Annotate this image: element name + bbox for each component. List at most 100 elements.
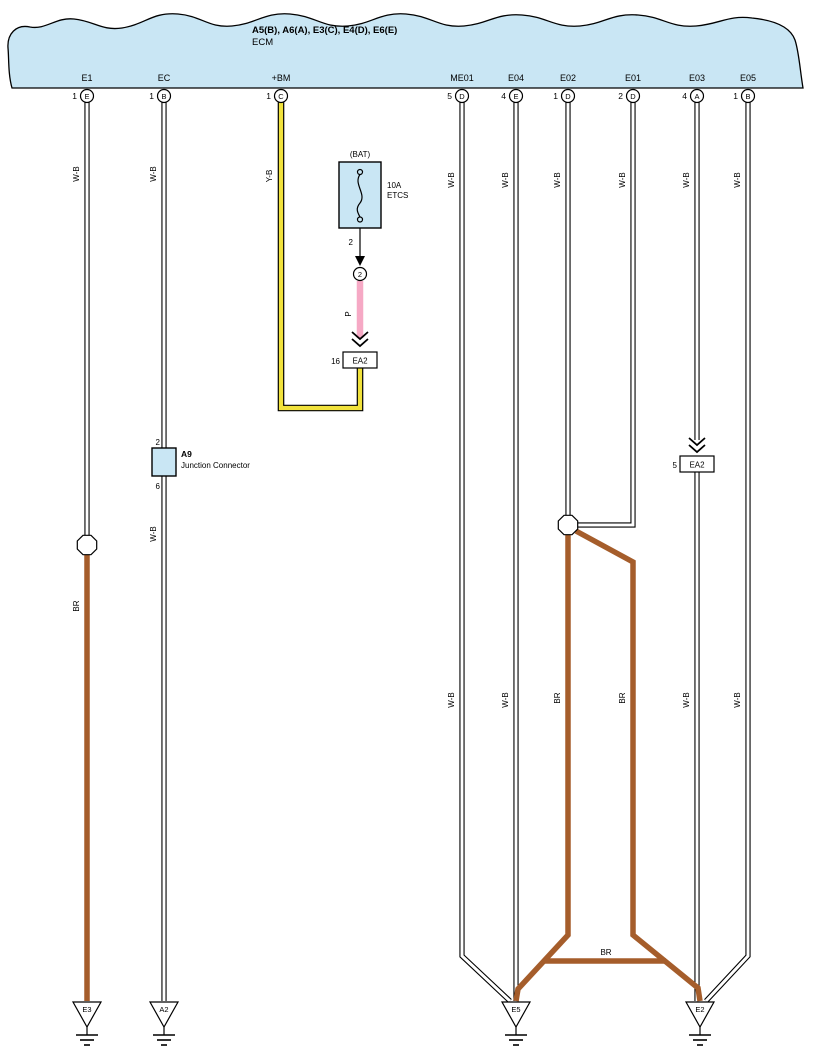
fuse-rating: 10A bbox=[387, 181, 402, 190]
ground-e5: E5 bbox=[500, 1001, 532, 1046]
pin-number: 5 bbox=[447, 91, 452, 101]
ecm-pins: E1 1 E EC 1 B +BM 1 C ME01 5 D E04 bbox=[72, 73, 756, 104]
wire-me01-core bbox=[460, 102, 512, 1003]
fuse-terminal-bottom-icon bbox=[356, 216, 364, 223]
fuse-box bbox=[338, 161, 382, 229]
ground-triangle-icon bbox=[500, 1001, 532, 1029]
wire-label-e01-bottom: BR bbox=[618, 692, 627, 703]
pin-connector-letter: B bbox=[161, 92, 166, 101]
pin-connector-letter: E bbox=[84, 92, 89, 101]
ground-e3: E3 bbox=[71, 1001, 103, 1046]
wire-label-ec-top: W-B bbox=[149, 166, 158, 181]
ground-label: A2 bbox=[159, 1005, 168, 1014]
a9-pin-top: 2 bbox=[156, 438, 161, 447]
pin-label: +BM bbox=[272, 73, 291, 83]
connector-arrow-icon bbox=[351, 331, 369, 341]
ea2-connector-right: EA2 5 bbox=[673, 437, 715, 473]
fuse-pin-number: 2 bbox=[349, 238, 354, 247]
pin-number: 2 bbox=[618, 91, 623, 101]
pin-connector-circle bbox=[689, 88, 705, 104]
pin-connector-letter: B bbox=[745, 92, 750, 101]
pin-number: 4 bbox=[682, 91, 687, 101]
a9-name: A9 bbox=[181, 449, 192, 459]
connector-arrow-icon bbox=[351, 338, 369, 348]
splice-junctions bbox=[76, 514, 579, 556]
pin-number: 1 bbox=[72, 91, 77, 101]
pin-number: 1 bbox=[266, 91, 271, 101]
pin-connector-letter: E bbox=[513, 92, 518, 101]
wire-me01-outline bbox=[459, 102, 512, 1003]
pin-e04: E04 4 E bbox=[501, 73, 524, 104]
a9-desc: Junction Connector bbox=[181, 461, 250, 470]
down-arrow-icon bbox=[355, 256, 365, 266]
wire-label-e1-top: W-B bbox=[72, 166, 81, 181]
pin-ec: EC 1 B bbox=[149, 73, 172, 104]
wire-label-e1-bottom: BR bbox=[72, 600, 81, 611]
wire-label-e05-top: W-B bbox=[733, 172, 742, 187]
wire-label-fuse: P bbox=[344, 311, 353, 316]
wire-label-e02-bottom: BR bbox=[553, 692, 562, 703]
ground-label: E2 bbox=[695, 1005, 704, 1014]
pin-label: ME01 bbox=[450, 73, 474, 83]
pin-label: E04 bbox=[508, 73, 524, 83]
fuse-block: (BAT) 10A ETCS 2 2 bbox=[338, 150, 408, 282]
wires-colored bbox=[84, 102, 703, 1002]
ground-label: E5 bbox=[511, 1005, 520, 1014]
pin-label: EC bbox=[158, 73, 171, 83]
pin-label: E01 bbox=[625, 73, 641, 83]
fuse-terminal-number: 2 bbox=[358, 270, 362, 279]
wire-e01-core bbox=[578, 102, 635, 527]
grounds: E3 A2 E5 E2 bbox=[71, 1001, 716, 1046]
wire-brown-right-branch bbox=[574, 528, 703, 1002]
pin-e05: E05 1 B bbox=[733, 73, 756, 104]
pin-number: 1 bbox=[733, 91, 738, 101]
fuse-name: ETCS bbox=[387, 191, 408, 200]
pin-number: 1 bbox=[149, 91, 154, 101]
a9-pin-bottom: 6 bbox=[156, 482, 161, 491]
fuse-element-icon bbox=[356, 174, 363, 218]
splice-octagon-e1 bbox=[76, 534, 98, 556]
wire-e01-outline bbox=[578, 102, 636, 528]
wire-label-bm: Y-B bbox=[265, 170, 274, 183]
wires-white bbox=[84, 102, 751, 1003]
ea2-right-pin: 5 bbox=[673, 461, 678, 470]
ecm-title: A5(B), A6(A), E3(C), E4(D), E6(E) bbox=[252, 25, 397, 36]
fuse-terminal-circle bbox=[352, 266, 368, 282]
pin-label: E03 bbox=[689, 73, 705, 83]
a9-junction-connector: 2 6 A9 Junction Connector bbox=[151, 438, 250, 491]
pin-label: E02 bbox=[560, 73, 576, 83]
ea2-right-name: EA2 bbox=[689, 461, 705, 470]
pin-connector-circle bbox=[740, 88, 756, 104]
wire-label-me01-bottom: W-B bbox=[447, 692, 456, 707]
ea2-right-box bbox=[679, 455, 715, 473]
ecm-banner-shape bbox=[7, 13, 804, 89]
wire-label-e03-top: W-B bbox=[682, 172, 691, 187]
pin-label: E05 bbox=[740, 73, 756, 83]
ea2-connector-mid: EA2 16 bbox=[331, 331, 378, 369]
connector-arrow-icon bbox=[688, 444, 706, 454]
wire-label-e02-top: W-B bbox=[553, 172, 562, 187]
wire-labels: W-B BR W-B W-B Y-B P W-B W-B W-B W-B W-B… bbox=[72, 166, 742, 957]
wire-brown-left-branch bbox=[513, 534, 571, 1002]
wire-label-me01-top: W-B bbox=[447, 172, 456, 187]
wire-label-e01-top: W-B bbox=[618, 172, 627, 187]
ground-label: E3 bbox=[82, 1005, 91, 1014]
pin-me01: ME01 5 D bbox=[447, 73, 474, 104]
pin-connector-circle bbox=[79, 88, 95, 104]
pin-e02: E02 1 D bbox=[553, 73, 576, 104]
pin-connector-circle bbox=[508, 88, 524, 104]
pin-connector-letter: D bbox=[565, 92, 571, 101]
splice-octagon-e02 bbox=[557, 514, 579, 536]
pin-number: 4 bbox=[501, 91, 506, 101]
pin-e03: E03 4 A bbox=[682, 73, 705, 104]
wire-label-e04-bottom: W-B bbox=[501, 692, 510, 707]
pin-e1: E1 1 E bbox=[72, 73, 95, 104]
pin-connector-letter: C bbox=[278, 92, 284, 101]
ea2-mid-pin: 16 bbox=[331, 357, 340, 366]
ground-triangle-icon bbox=[71, 1001, 103, 1029]
wire-label-e03-bottom: W-B bbox=[682, 692, 691, 707]
wire-bm-yellow-core bbox=[278, 102, 363, 411]
pin-connector-circle bbox=[273, 88, 289, 104]
